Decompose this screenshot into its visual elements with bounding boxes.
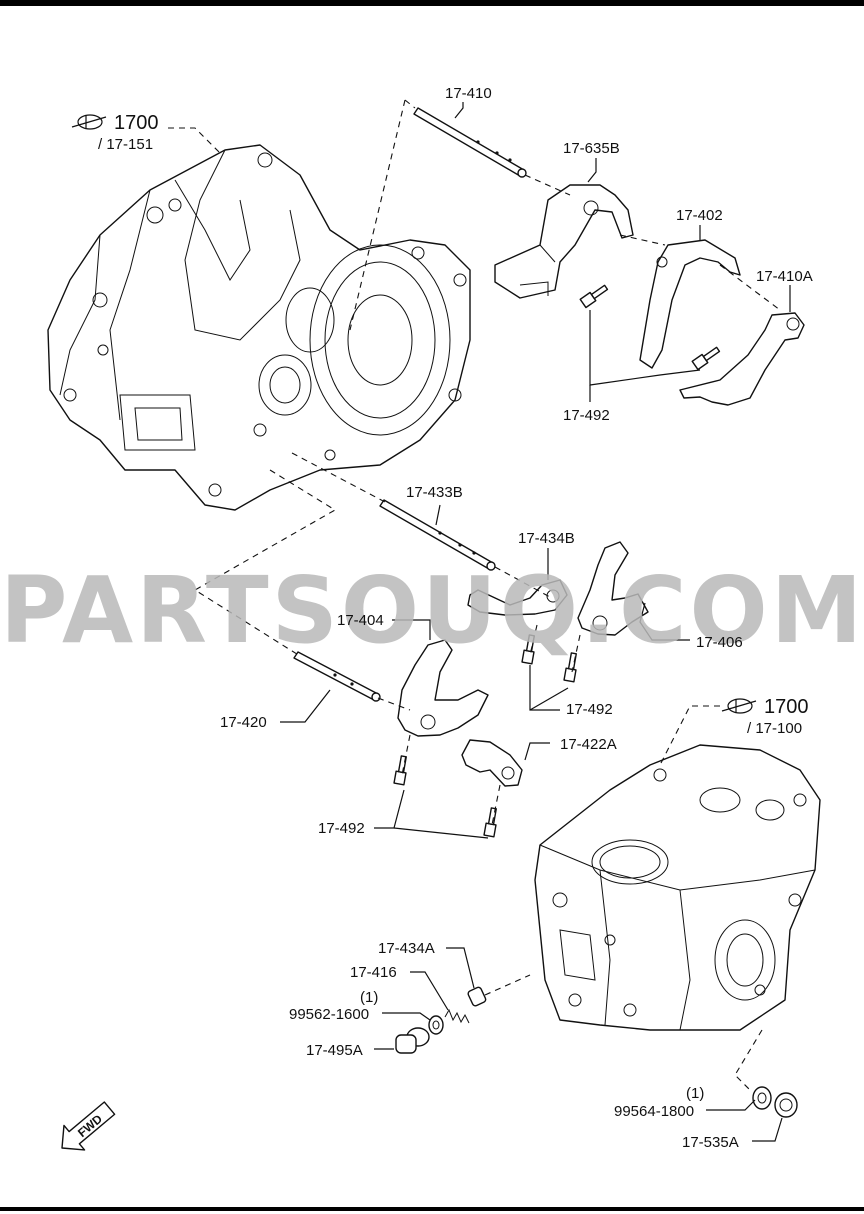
label-17-422A: 17-422A [560, 736, 617, 753]
label-17-433B: 17-433B [406, 484, 463, 501]
lower-assembly-ref: 1700 [764, 696, 809, 718]
shift-fork-17-410A [679, 312, 805, 406]
lower-assembly-sub: / 17-100 [747, 720, 802, 737]
label-99562-1600: 99562-1600 [289, 1006, 369, 1023]
transmission-case-drawing [534, 744, 821, 1031]
shift-fork-17-404 [397, 639, 489, 737]
plug-17-535A [774, 1092, 798, 1118]
label-17-404: 17-404 [337, 612, 384, 629]
crossed-ring-icon [71, 114, 107, 130]
upper-assembly-sub: / 17-151 [98, 136, 153, 153]
label-17-495A: 17-495A [306, 1042, 363, 1059]
label-17-402: 17-402 [676, 207, 723, 224]
label-17-492-lower: 17-492 [318, 820, 365, 837]
detent-ball-17-434A [467, 986, 487, 1007]
clutch-housing-drawing [47, 144, 471, 511]
label-17-416: 17-416 [350, 964, 397, 981]
bottom-border-bar [0, 1207, 864, 1211]
shift-rod-17-410 [413, 107, 527, 178]
shift-gate-17-422A [461, 739, 523, 787]
upper-assembly-ref: 1700 [114, 112, 159, 134]
label-99564-1800: 99564-1800 [614, 1103, 694, 1120]
label-17-410: 17-410 [445, 85, 492, 102]
label-17-406: 17-406 [696, 634, 743, 651]
detent-spring-17-416 [444, 1008, 470, 1024]
shift-rod-17-420 [293, 651, 381, 702]
washer-99562-1600 [428, 1015, 444, 1035]
label-17-635B: 17-635B [563, 140, 620, 157]
fwd-arrow-icon: FWD [61, 1101, 116, 1151]
label-17-535A: 17-535A [682, 1134, 739, 1151]
label-17-492-upper: 17-492 [563, 407, 610, 424]
label-17-420: 17-420 [220, 714, 267, 731]
top-border-bar [0, 0, 864, 6]
shift-gate-17-434B [467, 579, 568, 616]
plug-17-495A [395, 1027, 430, 1054]
label-17-492-middle: 17-492 [566, 701, 613, 718]
label-qty-99564: (1) [686, 1085, 704, 1102]
leader-lines [280, 102, 791, 1142]
label-17-434B: 17-434B [518, 530, 575, 547]
label-qty-99562: (1) [360, 989, 378, 1006]
label-17-410A: 17-410A [756, 268, 813, 285]
shift-fork-17-402 [639, 239, 741, 369]
shift-fork-17-406 [577, 541, 649, 636]
shift-gate-17-635B [494, 184, 634, 299]
label-17-434A: 17-434A [378, 940, 435, 957]
washer-99564-1800 [752, 1086, 772, 1110]
shift-rod-17-433B [379, 499, 496, 571]
bolt-group-17-492 [393, 284, 721, 838]
crossed-ring-icon [721, 698, 757, 714]
watermark-text: PARTSOUQ.COM [0, 557, 864, 664]
assembly-dashed-lines [168, 99, 781, 1091]
